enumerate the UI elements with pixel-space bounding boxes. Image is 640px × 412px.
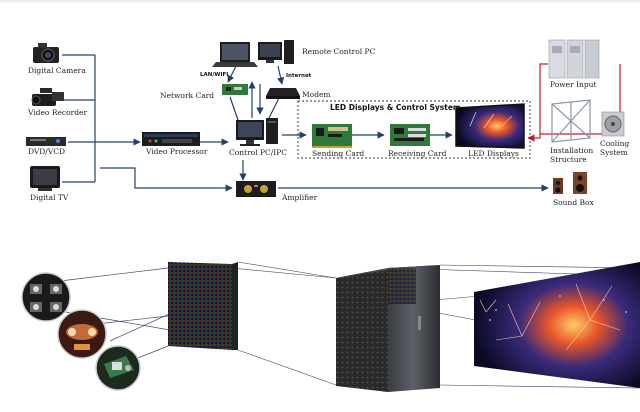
video-recorder-icon	[31, 88, 64, 106]
connection-lines	[62, 54, 549, 192]
label-sound-box: Sound Box	[553, 198, 594, 207]
label-receiving-card: Receiving Card	[388, 149, 447, 158]
label-digital-tv: Digital TV	[30, 193, 69, 202]
video-processor-icon	[142, 132, 200, 146]
label-dvd-vcd: DVD/VCD	[28, 147, 66, 156]
tv-icon	[30, 166, 60, 191]
label-digital-camera: Digital Camera	[28, 66, 86, 75]
label-lan-wifi: LAN/WIFI	[200, 72, 229, 78]
laptop-icon	[212, 42, 258, 67]
circuit-card-icon-receiving	[390, 124, 430, 146]
dvd-player-icon	[26, 137, 66, 146]
circuit-card-icon-sending	[312, 124, 352, 148]
circuit-card-icon-network	[222, 84, 248, 95]
label-led-displays: LED Displays	[468, 149, 519, 158]
speaker-icon	[553, 172, 587, 194]
top-border	[0, 0, 640, 4]
led-closeup-3	[95, 345, 141, 391]
cooling-fan-icon	[601, 111, 625, 137]
label-network-card: Network Card	[160, 91, 215, 100]
label-video-processor: Video Processor	[146, 147, 208, 156]
label-sending-card: Sending Card	[312, 149, 365, 158]
label-control-pc: Control PC/IPC	[229, 148, 288, 157]
label-modem: Modem	[302, 90, 331, 99]
control-system-box	[297, 100, 531, 159]
power-cabinet-icon	[548, 39, 600, 79]
label-cooling-system: Cooling System	[600, 139, 630, 157]
led-closeup-1	[21, 272, 71, 322]
camera-icon	[33, 43, 59, 63]
label-amplifier: Amplifier	[282, 193, 318, 202]
led-display-thumbnail	[455, 103, 525, 149]
desktop-pc-icon	[236, 118, 278, 146]
led-module-illustration	[21, 261, 640, 392]
label-remote-pc: Remote Control PC	[302, 47, 376, 56]
label-video-recorder: Video Recorder	[28, 108, 88, 117]
label-system-title: LED Displays & Control System	[330, 103, 461, 112]
amplifier-icon	[236, 181, 276, 197]
led-closeup-2	[57, 309, 107, 359]
label-installation-structure: Installation Structure	[550, 146, 594, 164]
remote-pc-icon	[258, 40, 294, 64]
label-internet: Internet	[286, 73, 312, 79]
installation-frame-icon	[551, 99, 591, 143]
modem-icon	[266, 88, 300, 99]
label-power-input: Power Input	[550, 80, 597, 89]
